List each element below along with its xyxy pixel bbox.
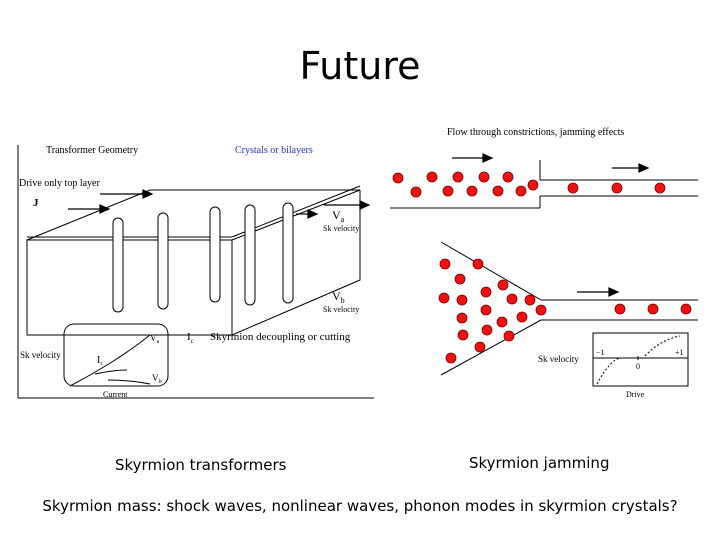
skyrmion-dot xyxy=(456,312,468,324)
skyrmion-dot xyxy=(502,171,514,183)
drive-label: Drive only top layer xyxy=(19,178,100,189)
skyrmion-dot xyxy=(474,341,486,353)
skyrmion-dot xyxy=(426,171,438,183)
skyrmion-dot xyxy=(516,311,528,323)
skyrmions xyxy=(392,171,692,364)
skyrmion-dot xyxy=(456,294,468,306)
drive-xlabel: Drive xyxy=(626,390,645,399)
skyrmion-dot xyxy=(680,303,692,315)
skyrmion-dot xyxy=(527,179,539,191)
skyrmion-dot xyxy=(535,304,547,316)
channel-slots xyxy=(112,202,294,313)
inset-ic: Ic xyxy=(97,355,103,367)
inset-xlabel: Current xyxy=(103,390,128,399)
tick-plus-one: +1 xyxy=(675,348,684,357)
funnel-arrow xyxy=(577,287,620,297)
skyrmion-dot xyxy=(392,172,404,184)
left-caption: Skyrmion transformers xyxy=(115,456,287,474)
inset-ylabel: Sk velocity xyxy=(20,350,61,360)
funnel-walls xyxy=(440,241,698,376)
skyrmion-dot xyxy=(611,182,623,194)
skyrmion-dot xyxy=(481,324,493,336)
transformer-box xyxy=(26,185,361,336)
top-channel-arrows xyxy=(452,153,650,173)
slide-title: Future xyxy=(299,44,421,88)
vb-label: Vb xyxy=(332,289,345,305)
skyrmion-dot xyxy=(492,185,504,197)
skyrmion-dot xyxy=(466,185,478,197)
va-label: Va xyxy=(332,208,345,224)
skyrmion-dot xyxy=(515,185,527,197)
decoupling-label: Skyrmion decoupling or cutting xyxy=(210,331,351,343)
transformer-frame xyxy=(17,145,374,399)
skyrmion-dot xyxy=(472,258,484,270)
skyrmion-dot xyxy=(439,258,451,270)
geometry-title: Transformer Geometry xyxy=(46,145,138,156)
skyrmion-dot xyxy=(438,292,450,304)
skyrmion-dot xyxy=(457,329,469,341)
crystals-label: Crystals or bilayers xyxy=(235,145,313,156)
skyrmion-dot xyxy=(497,279,509,291)
vb-sk-velocity: Sk velocity xyxy=(323,305,359,314)
flow-title: Flow through constrictions, jamming effe… xyxy=(447,127,624,138)
skyrmion-dot xyxy=(480,286,492,298)
jam-ylabel: Sk velocity xyxy=(538,354,579,364)
skyrmion-dot xyxy=(506,293,518,305)
drive-inset xyxy=(592,332,689,387)
skyrmion-dot xyxy=(614,303,626,315)
skyrmion-dot xyxy=(480,304,492,316)
skyrmion-dot xyxy=(654,182,666,194)
skyrmion-dot xyxy=(496,316,508,328)
inset-plot xyxy=(63,323,169,387)
bottom-text: Skyrmion mass: shock waves, nonlinear wa… xyxy=(42,497,678,515)
j-label: J xyxy=(33,197,39,209)
skyrmion-dot xyxy=(478,171,490,183)
skyrmion-dot xyxy=(524,294,536,306)
skyrmion-dot xyxy=(567,182,579,194)
skyrmion-dot xyxy=(454,273,466,285)
skyrmion-dot xyxy=(647,303,659,315)
inset-va: Va xyxy=(150,333,160,345)
ic-label: Ic xyxy=(187,331,194,345)
tick-zero: 0 xyxy=(636,362,640,371)
inset-vb: Vb xyxy=(152,373,162,385)
skyrmion-dot xyxy=(410,186,422,198)
tick-minus-one: −1 xyxy=(596,348,605,357)
skyrmion-dot xyxy=(442,185,454,197)
skyrmion-dot xyxy=(503,330,515,342)
skyrmion-dot xyxy=(452,171,464,183)
skyrmion-dot xyxy=(445,352,457,364)
right-caption: Skyrmion jamming xyxy=(469,454,610,472)
top-channel-walls xyxy=(390,160,698,209)
va-sk-velocity: Sk velocity xyxy=(323,224,359,233)
